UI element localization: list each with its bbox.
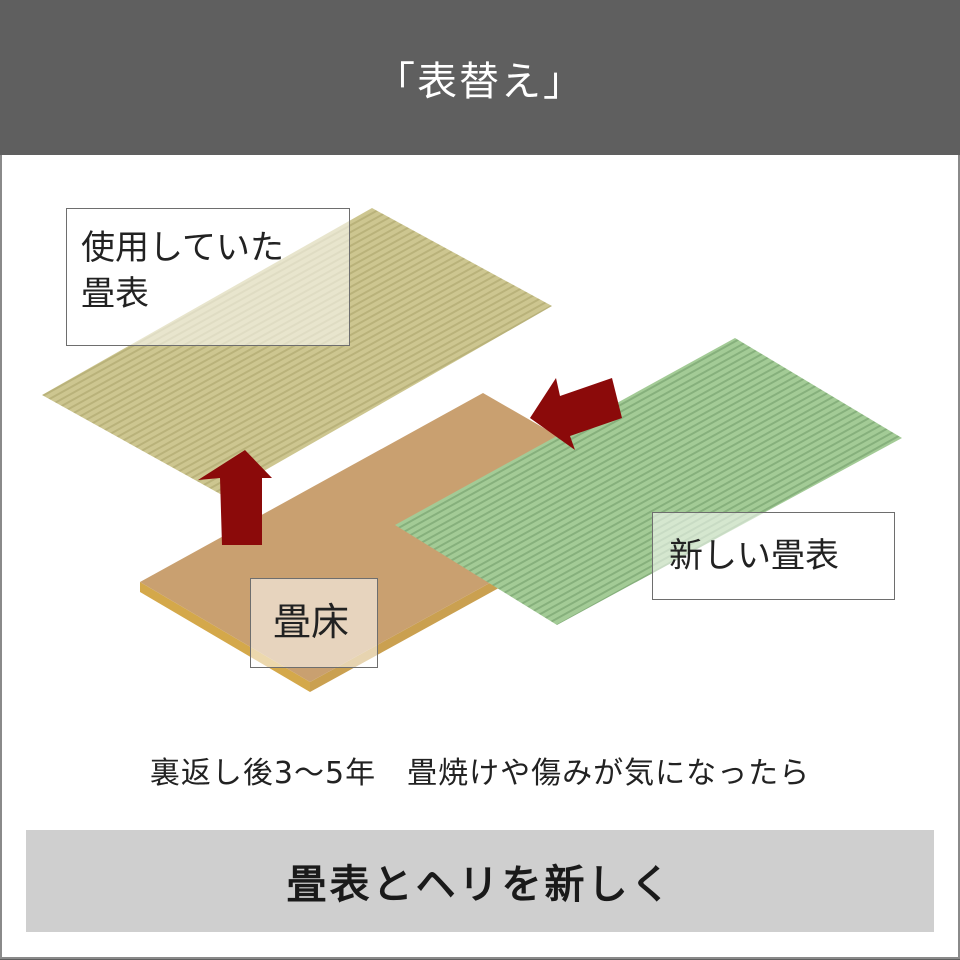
old-surface-label: 使用していた 畳表 — [66, 208, 350, 346]
old-tatami-surface — [42, 208, 552, 495]
new-surface-label: 新しい畳表 — [652, 512, 895, 600]
floor-label: 畳床 — [250, 578, 378, 668]
banner-text: 畳表とヘリを新しく — [286, 862, 674, 908]
page-title: 「表替え」 — [375, 58, 585, 105]
header: 「表替え」 — [0, 0, 960, 155]
bottom-banner: 畳表とヘリを新しく — [26, 830, 934, 932]
new-tatami-surface — [395, 338, 902, 625]
arrow-left-icon — [530, 378, 622, 450]
caption: 裏返し後3〜5年 畳焼けや傷みが気になったら — [149, 756, 811, 791]
arrow-up-icon — [198, 450, 272, 545]
